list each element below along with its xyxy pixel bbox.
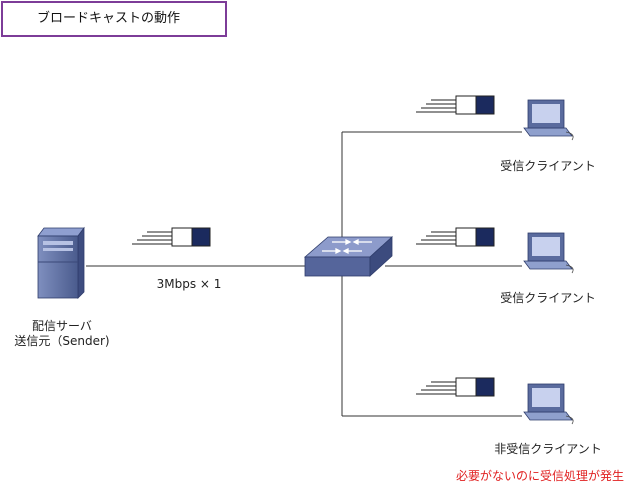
packet-icon-client-3 (416, 377, 495, 397)
packet-icon-client-1 (416, 95, 495, 115)
client-label-1: 受信クライアント (500, 159, 596, 173)
client-label-3: 非受信クライアント (494, 442, 602, 456)
network-links (86, 131, 522, 417)
client-label-2: 受信クライアント (500, 291, 596, 305)
server-role-label: 送信元（Sender) (14, 334, 110, 348)
server-icon (37, 226, 85, 299)
link-bandwidth-label: 3Mbps × 1 (156, 277, 222, 291)
server-name-label: 配信サーバ (32, 319, 92, 333)
client-computer-icon-1 (523, 99, 574, 141)
diagram-title: ブロードキャストの動作 (37, 11, 181, 26)
switch-icon (303, 236, 394, 277)
client-computer-icon-3 (523, 383, 574, 425)
packet-icon-client-2 (416, 227, 495, 247)
packet-icon-sender (132, 227, 211, 247)
client-computer-icon-2 (523, 232, 574, 274)
title-box: ブロードキャストの動作 (1, 1, 227, 37)
receive-processing-note: 必要がないのに受信処理が発生 (456, 469, 625, 483)
